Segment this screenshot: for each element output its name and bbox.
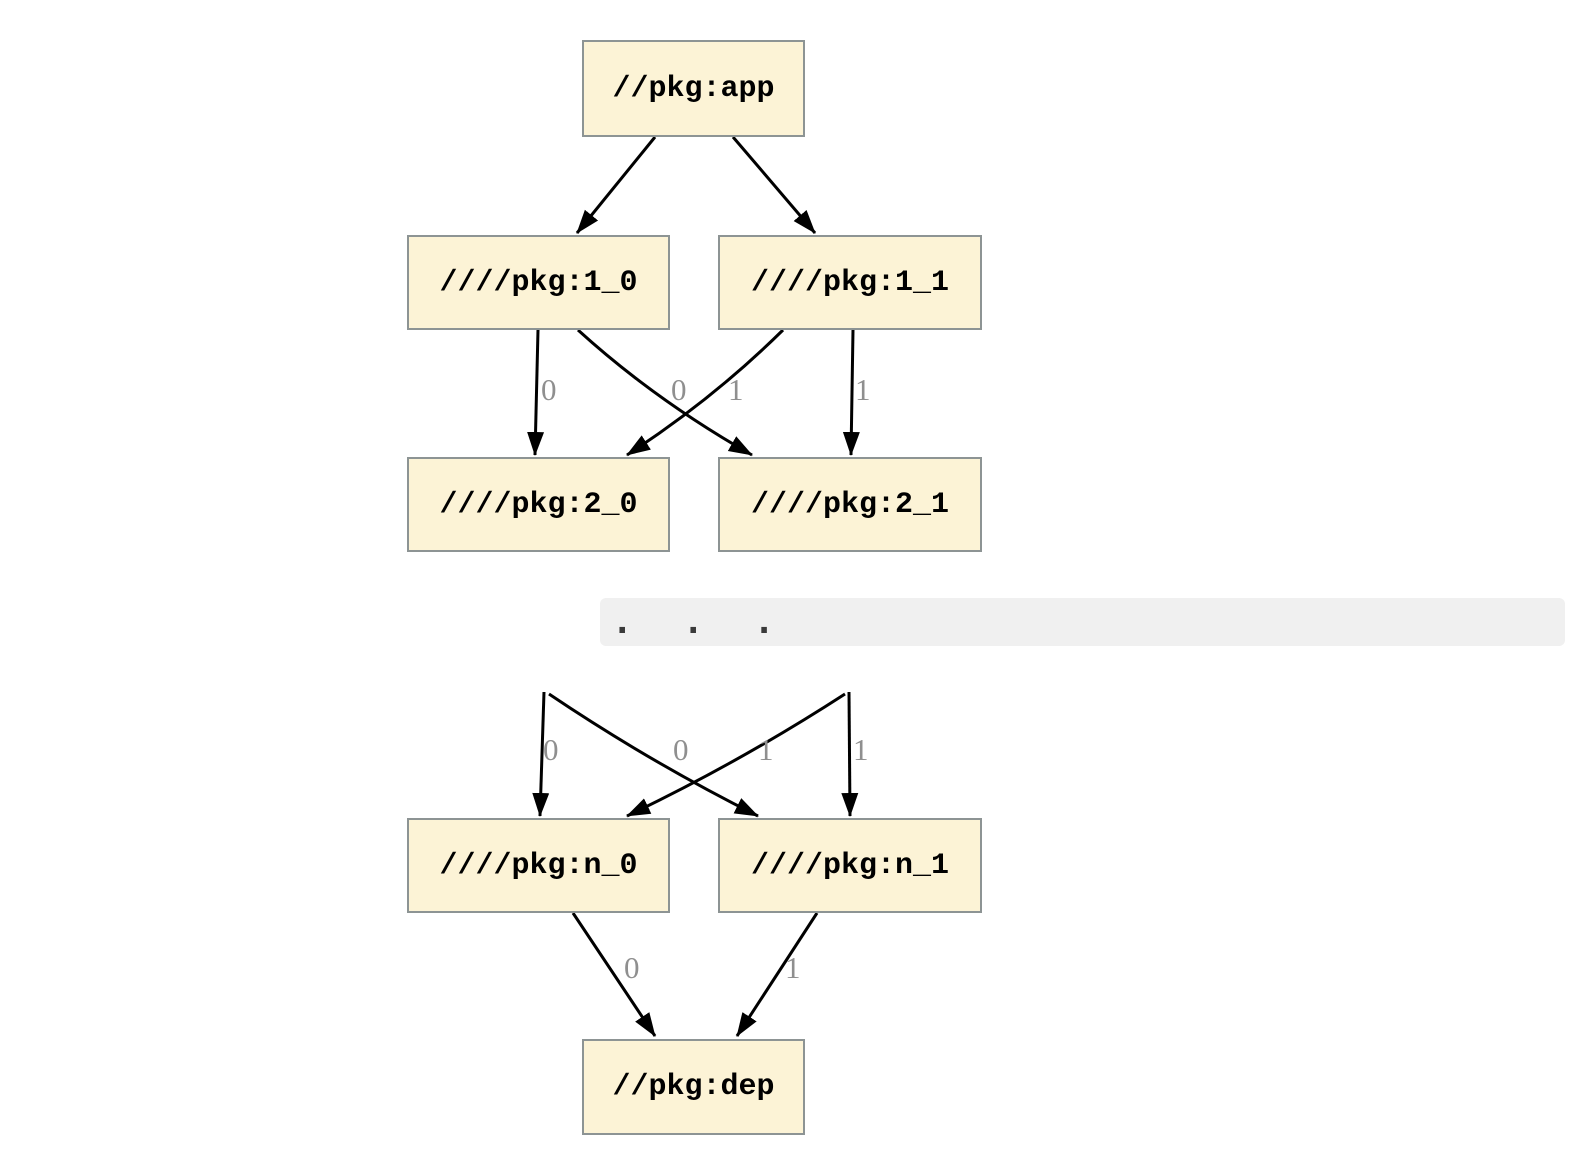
node-pkg-1_0: ////pkg:1_0 [407,235,670,330]
node-pkg-2_0: ////pkg:2_0 [407,457,670,552]
edge-label-n_1-to-dep: 1 [785,950,801,985]
edge-label-1_0-to-2_1: 1 [728,372,744,407]
edge-ellipsis-right-to-n_1 [841,691,859,817]
edge-1_0-to-2_1 [576,328,753,457]
node-pkg-2_1: ////pkg:2_1 [718,457,982,552]
edge-label-ellipsis-left-to-n_0: 0 [543,732,559,767]
edge-1_0-to-2_0 [527,329,545,456]
ellipsis-dots: . . . [612,602,790,642]
edge-label-1_1-to-2_0: 0 [671,372,687,407]
edge-label-ellipsis-left-to-n_1: 1 [758,732,774,767]
edge-app-to-1_1 [731,136,817,234]
node-pkg-dep: //pkg:dep [582,1039,805,1135]
edge-1_1-to-2_0 [626,328,785,457]
edge-n_1-to-dep [735,912,819,1037]
node-pkg-n_1: ////pkg:n_1 [718,818,982,913]
edge-ellipsis-left-to-n_1 [548,692,759,818]
edge-ellipsis-left-to-n_0 [532,691,550,817]
node-pkg-1_1: ////pkg:1_1 [718,235,982,330]
ellipsis-band [600,598,1565,646]
node-pkg-n_0: ////pkg:n_0 [407,818,670,913]
edge-label-1_0-to-2_0: 0 [541,372,557,407]
edge-label-n_0-to-dep: 0 [624,950,640,985]
edge-n_0-to-dep [571,912,657,1037]
edge-label-ellipsis-right-to-n_1: 1 [853,732,869,767]
edge-1_1-to-2_1 [842,329,860,456]
node-pkg-app: //pkg:app [582,40,805,137]
edge-label-1_1-to-2_1: 1 [855,372,871,407]
edge-label-ellipsis-right-to-n_0: 0 [673,732,689,767]
edge-app-to-1_0 [575,136,657,234]
edge-ellipsis-right-to-n_0 [626,692,846,818]
